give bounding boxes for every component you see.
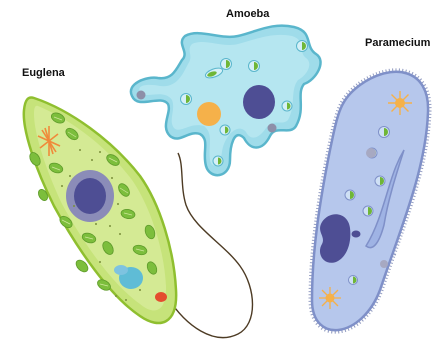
euglena-label: Euglena bbox=[22, 67, 65, 79]
euglena-nucleus bbox=[74, 178, 106, 214]
euglena-flagellum bbox=[168, 153, 253, 338]
paramecium-micronucleus bbox=[352, 231, 361, 238]
amoeba-nucleus bbox=[243, 85, 275, 119]
paramecium bbox=[312, 72, 428, 330]
amoeba bbox=[131, 26, 321, 176]
paramecium-contractile-vacuole-bottom bbox=[319, 287, 341, 309]
euglena-vacuole bbox=[114, 265, 128, 275]
paramecium-label: Paramecium bbox=[365, 37, 430, 49]
paramecium-contractile-vacuole-top bbox=[388, 91, 412, 115]
amoeba-label: Amoeba bbox=[226, 8, 269, 20]
amoeba-contractile-vacuole bbox=[197, 102, 221, 126]
euglena-eyespot bbox=[155, 292, 167, 302]
